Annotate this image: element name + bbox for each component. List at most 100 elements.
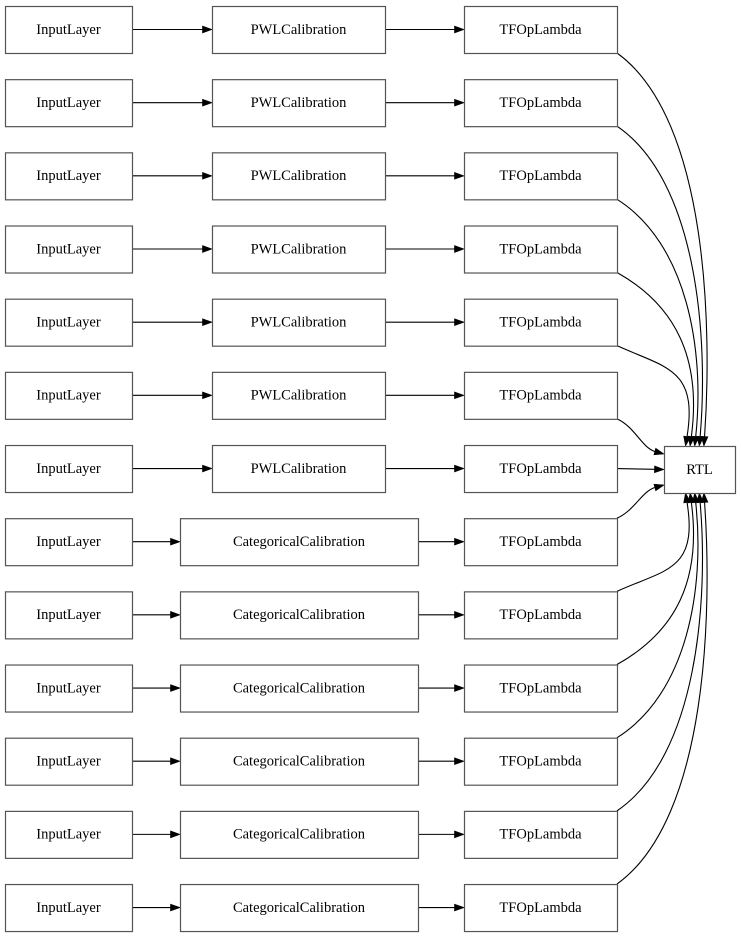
node-calibration-2[interactable]: PWLCalibration: [211, 152, 387, 201]
node-input-layer-11[interactable]: InputLayer: [4, 810, 134, 859]
node-calibration-3-box: [211, 225, 387, 274]
edge-input-to-calibration-5-arrowhead: [202, 391, 213, 400]
edge-input-to-calibration-12-arrowhead: [170, 903, 181, 912]
node-input-layer-0-box: [4, 5, 134, 55]
node-calibration-7[interactable]: CategoricalCalibration: [179, 518, 420, 567]
node-tfoplambda-4-box: [463, 298, 619, 347]
edge-op-to-rtl-8-curve: [616, 501, 690, 592]
node-input-layer-8-label: InputLayer: [36, 607, 101, 623]
node-calibration-8[interactable]: CategoricalCalibration: [179, 591, 420, 640]
node-tfoplambda-12[interactable]: TFOpLambda: [463, 883, 619, 933]
node-calibration-6[interactable]: PWLCalibration: [211, 444, 387, 494]
edge-calibration-to-op-5-arrowhead: [454, 391, 465, 400]
node-calibration-3[interactable]: PWLCalibration: [211, 225, 387, 274]
node-input-layer-9-label: InputLayer: [36, 680, 101, 696]
node-input-layer-9-box: [4, 664, 134, 713]
edge-op-to-rtl-12-arrowhead: [700, 492, 709, 504]
node-input-layer-6[interactable]: InputLayer: [4, 444, 134, 494]
node-calibration-0[interactable]: PWLCalibration: [211, 5, 387, 55]
node-input-layer-2[interactable]: InputLayer: [4, 152, 134, 201]
node-tfoplambda-9[interactable]: TFOpLambda: [463, 664, 619, 713]
edge-calibration-to-op-4-arrowhead: [454, 318, 465, 327]
node-tfoplambda-0-label: TFOpLambda: [499, 22, 582, 38]
edge-calibration-to-op-1-arrowhead: [454, 98, 465, 107]
node-tfoplambda-0[interactable]: TFOpLambda: [463, 5, 619, 55]
node-rtl-sink[interactable]: RTL: [663, 445, 737, 495]
node-input-layer-11-label: InputLayer: [36, 827, 101, 843]
node-input-layer-2-box: [4, 152, 134, 201]
node-input-layer-0[interactable]: InputLayer: [4, 5, 134, 55]
edge-op-to-rtl-10-curve: [616, 501, 699, 739]
node-calibration-12[interactable]: CategoricalCalibration: [179, 883, 420, 933]
node-input-layer-1[interactable]: InputLayer: [4, 79, 134, 128]
node-rtl-sink-label: RTL: [686, 462, 713, 478]
node-input-layer-10-label: InputLayer: [36, 754, 101, 770]
edge-calibration-to-op-9-arrowhead: [454, 684, 465, 692]
node-input-layer-12-label: InputLayer: [36, 900, 101, 916]
node-calibration-1[interactable]: PWLCalibration: [211, 79, 387, 128]
edge-input-to-calibration-10-arrowhead: [170, 757, 181, 766]
node-tfoplambda-9-box: [463, 664, 619, 713]
edge-op-to-rtl-7-curve: [616, 486, 656, 519]
node-input-layer-2-label: InputLayer: [36, 168, 101, 184]
node-tfoplambda-12-box: [463, 883, 619, 933]
node-tfoplambda-1-box: [463, 79, 619, 128]
edge-op-to-rtl-5-curve: [616, 418, 656, 453]
node-input-layer-12[interactable]: InputLayer: [4, 883, 134, 933]
node-input-layer-8[interactable]: InputLayer: [4, 591, 134, 640]
node-calibration-9-box: [179, 664, 420, 713]
node-tfoplambda-12-label: TFOpLambda: [499, 900, 582, 916]
node-calibration-12-box: [179, 883, 420, 933]
node-tfoplambda-2[interactable]: TFOpLambda: [463, 152, 619, 201]
node-tfoplambda-4-label: TFOpLambda: [499, 315, 582, 331]
node-input-layer-7[interactable]: InputLayer: [4, 518, 134, 567]
edge-op-to-rtl-12-curve: [616, 501, 708, 885]
node-tfoplambda-7-box: [463, 518, 619, 567]
node-input-layer-3-box: [4, 225, 134, 274]
node-input-layer-4-label: InputLayer: [36, 315, 101, 331]
node-tfoplambda-7[interactable]: TFOpLambda: [463, 518, 619, 567]
node-tfoplambda-10[interactable]: TFOpLambda: [463, 737, 619, 786]
node-calibration-10-label: CategoricalCalibration: [233, 754, 366, 770]
edge-calibration-to-op-10-arrowhead: [454, 757, 465, 766]
node-calibration-10[interactable]: CategoricalCalibration: [179, 737, 420, 786]
node-tfoplambda-1[interactable]: TFOpLambda: [463, 79, 619, 128]
node-tfoplambda-8-label: TFOpLambda: [499, 607, 582, 623]
edge-calibration-to-op-3-arrowhead: [454, 245, 465, 253]
node-tfoplambda-10-box: [463, 737, 619, 786]
node-tfoplambda-2-label: TFOpLambda: [499, 168, 582, 184]
node-tfoplambda-5-label: TFOpLambda: [499, 388, 582, 404]
edge-input-to-calibration-1-arrowhead: [202, 98, 213, 107]
node-calibration-4-label: PWLCalibration: [251, 315, 348, 331]
node-input-layer-10[interactable]: InputLayer: [4, 737, 134, 786]
node-tfoplambda-5[interactable]: TFOpLambda: [463, 371, 619, 420]
node-calibration-1-label: PWLCalibration: [251, 95, 348, 111]
edge-calibration-to-op-11-arrowhead: [454, 830, 465, 839]
edge-input-to-calibration-3-arrowhead: [202, 245, 213, 253]
node-input-layer-11-box: [4, 810, 134, 859]
node-input-layer-4[interactable]: InputLayer: [4, 298, 134, 347]
node-tfoplambda-10-label: TFOpLambda: [499, 754, 582, 770]
edge-calibration-to-op-12-arrowhead: [454, 903, 465, 912]
edge-calibration-to-op-8-arrowhead: [454, 611, 465, 619]
node-tfoplambda-2-box: [463, 152, 619, 201]
node-input-layer-3[interactable]: InputLayer: [4, 225, 134, 274]
node-tfoplambda-4[interactable]: TFOpLambda: [463, 298, 619, 347]
node-calibration-11[interactable]: CategoricalCalibration: [179, 810, 420, 859]
node-tfoplambda-8[interactable]: TFOpLambda: [463, 591, 619, 640]
node-tfoplambda-9-label: TFOpLambda: [499, 680, 582, 696]
node-input-layer-9[interactable]: InputLayer: [4, 664, 134, 713]
node-tfoplambda-6[interactable]: TFOpLambda: [463, 444, 619, 494]
node-tfoplambda-11[interactable]: TFOpLambda: [463, 810, 619, 859]
edge-op-to-rtl-4-curve: [616, 345, 690, 438]
node-calibration-8-label: CategoricalCalibration: [233, 607, 366, 623]
node-input-layer-3-label: InputLayer: [36, 241, 101, 257]
node-calibration-4[interactable]: PWLCalibration: [211, 298, 387, 347]
node-calibration-9[interactable]: CategoricalCalibration: [179, 664, 420, 713]
node-input-layer-6-box: [4, 444, 134, 494]
node-tfoplambda-3[interactable]: TFOpLambda: [463, 225, 619, 274]
node-input-layer-5[interactable]: InputLayer: [4, 371, 134, 420]
node-input-layer-12-box: [4, 883, 134, 933]
node-calibration-5[interactable]: PWLCalibration: [211, 371, 387, 420]
